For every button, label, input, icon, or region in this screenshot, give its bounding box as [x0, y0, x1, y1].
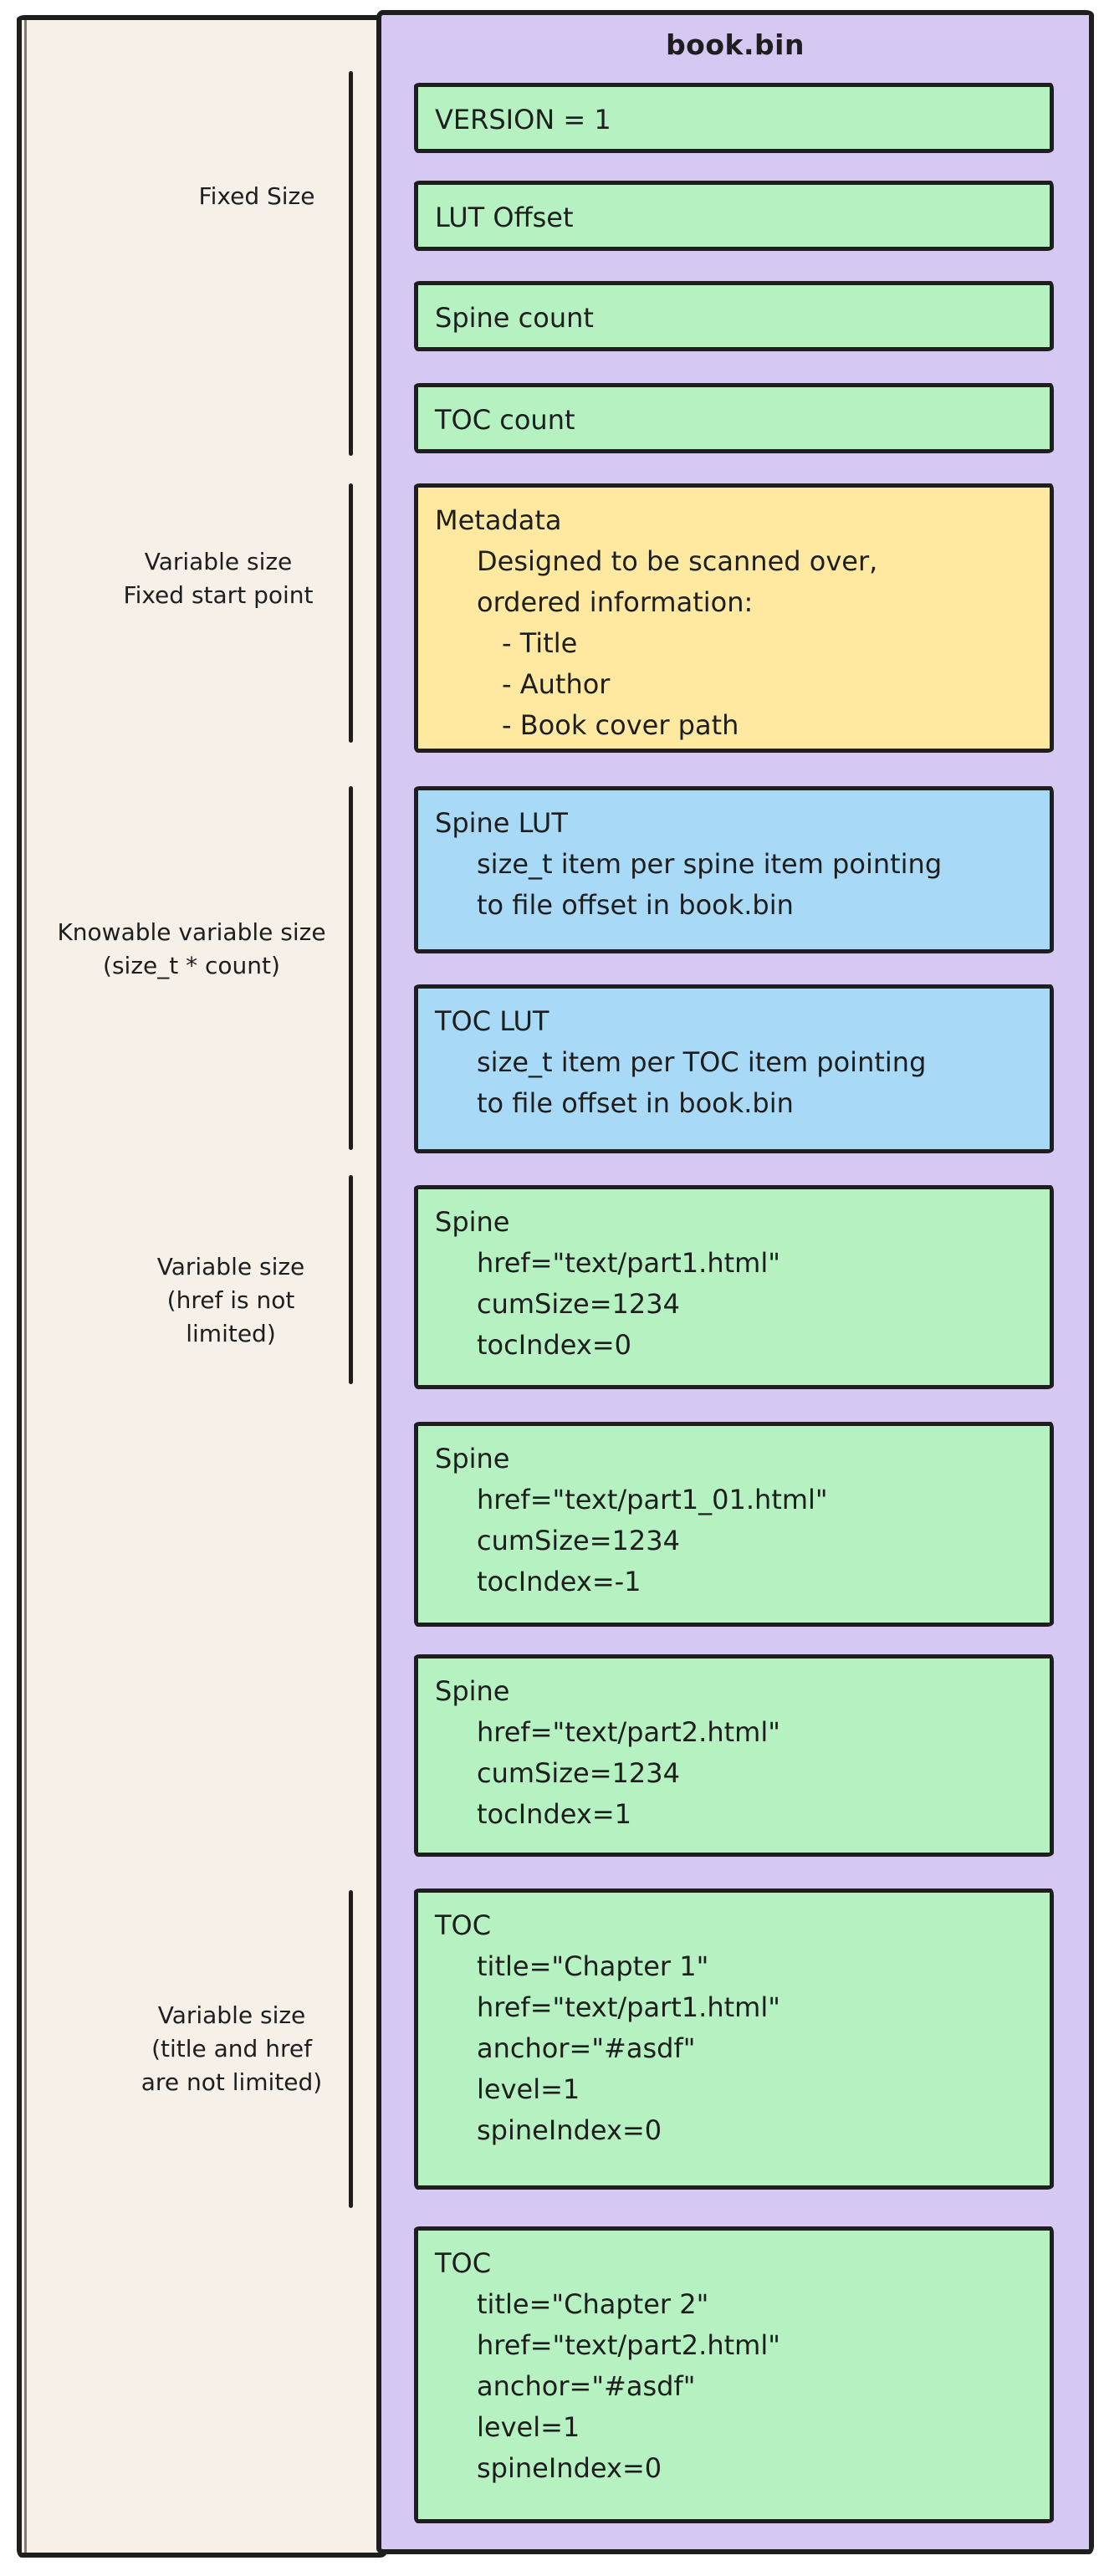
block-spine-3: Spine href="text/part2.html" cumSize=123…: [414, 1654, 1054, 1857]
block-line: href="text/part1.html": [477, 1991, 780, 2023]
block-line: ordered information:: [477, 586, 754, 618]
bracket-variable-href: [349, 1175, 353, 1384]
block-line: to file offset in book.bin: [477, 1087, 794, 1119]
block-line: level=1: [477, 2073, 580, 2105]
block-line: tocIndex=-1: [477, 1566, 641, 1597]
label-text: limited): [186, 1320, 276, 1347]
book-bin-title: book.bin: [666, 28, 805, 61]
bracket-variable-fixed-start: [349, 483, 353, 743]
block-line: size_t item per TOC item pointing: [477, 1046, 927, 1078]
block-line: cumSize=1234: [477, 1288, 680, 1320]
block-line: tocIndex=0: [477, 1329, 631, 1361]
block-spine-2: Spine href="text/part1_01.html" cumSize=…: [414, 1422, 1054, 1627]
block-line: Spine: [435, 1206, 510, 1238]
block-line: level=1: [477, 2411, 580, 2443]
block-line: Spine count: [435, 302, 594, 334]
block-lut-offset: LUT Offset: [414, 181, 1054, 251]
label-text: Variable size: [144, 548, 293, 575]
block-line: href="text/part2.html": [477, 2329, 780, 2361]
block-toc-1: TOC title="Chapter 1" href="text/part1.h…: [414, 1889, 1054, 2190]
block-line: href="text/part2.html": [477, 1716, 780, 1748]
block-line: TOC count: [435, 404, 575, 436]
block-line: to file offset in book.bin: [477, 889, 794, 921]
label-text: (size_t * count): [103, 952, 280, 979]
label-text: Variable size: [157, 2001, 306, 2029]
block-line: anchor="#asdf": [477, 2032, 696, 2064]
block-line: - Book cover path: [502, 709, 739, 741]
annotation-panel: [17, 15, 386, 2558]
block-metadata: Metadata Designed to be scanned over, or…: [414, 483, 1054, 753]
block-line: anchor="#asdf": [477, 2370, 696, 2402]
block-line: Designed to be scanned over,: [477, 545, 878, 577]
block-spine-count: Spine count: [414, 281, 1054, 351]
block-line: LUT Offset: [435, 202, 574, 233]
block-line: VERSION = 1: [435, 104, 611, 135]
block-line: href="text/part1.html": [477, 1247, 780, 1279]
block-version: VERSION = 1: [414, 83, 1054, 153]
block-line: - Author: [502, 668, 611, 700]
block-toc-count: TOC count: [414, 383, 1054, 453]
block-line: TOC: [435, 1909, 492, 1941]
block-line: Metadata: [435, 504, 562, 536]
block-line: title="Chapter 2": [477, 2288, 709, 2320]
block-line: title="Chapter 1": [477, 1950, 709, 1982]
block-line: TOC LUT: [435, 1005, 549, 1037]
block-line: spineIndex=0: [477, 2452, 662, 2484]
block-line: Spine: [435, 1675, 510, 1707]
label-text: Variable size: [156, 1253, 305, 1280]
block-line: cumSize=1234: [477, 1525, 680, 1556]
block-line: Spine LUT: [435, 807, 568, 839]
block-line: - Title: [502, 627, 578, 659]
size-label-variable-title-href: Variable size (title and href are not li…: [106, 1999, 357, 2099]
label-text: Fixed start point: [123, 581, 314, 609]
block-spine-lut: Spine LUT size_t item per spine item poi…: [414, 786, 1054, 953]
label-text: Fixed Size: [198, 182, 315, 210]
size-label-variable-fixed-start: Variable size Fixed start point: [93, 545, 344, 612]
block-line: href="text/part1_01.html": [477, 1484, 828, 1515]
size-label-variable-href: Variable size (href is not limited): [105, 1250, 356, 1351]
block-toc-2: TOC title="Chapter 2" href="text/part2.h…: [414, 2226, 1054, 2523]
block-line: size_t item per spine item pointing: [477, 848, 943, 880]
label-text: are not limited): [141, 2068, 323, 2096]
label-text: Knowable variable size: [57, 918, 326, 946]
bracket-variable-title-href: [349, 1890, 353, 2208]
block-line: Spine: [435, 1443, 510, 1475]
block-line: spineIndex=0: [477, 2114, 662, 2146]
bracket-knowable-variable: [349, 786, 353, 1150]
block-line: tocIndex=1: [477, 1798, 631, 1830]
size-label-fixed: Fixed Size: [131, 180, 382, 213]
bracket-fixed-size: [349, 71, 353, 456]
size-label-knowable-variable: Knowable variable size (size_t * count): [41, 916, 342, 983]
block-toc-lut: TOC LUT size_t item per TOC item pointin…: [414, 984, 1054, 1153]
block-line: TOC: [435, 2247, 492, 2279]
label-text: (href is not: [166, 1286, 295, 1314]
block-spine-1: Spine href="text/part1.html" cumSize=123…: [414, 1185, 1054, 1389]
block-line: cumSize=1234: [477, 1757, 680, 1789]
label-text: (title and href: [151, 2035, 312, 2062]
